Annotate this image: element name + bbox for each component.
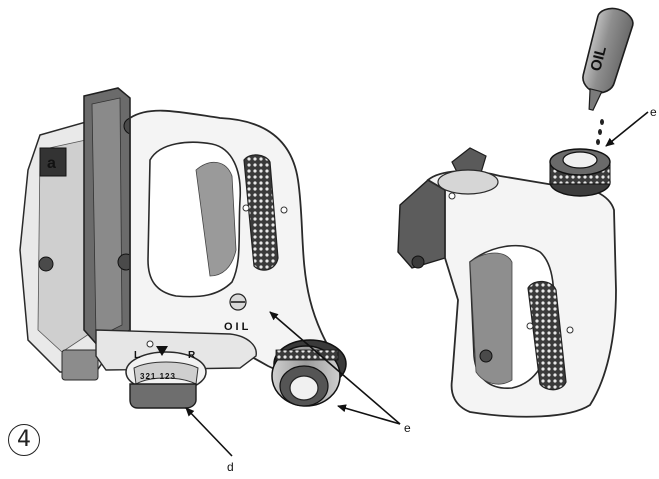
direction-dial[interactable]: L R 321 123 xyxy=(125,340,207,409)
right-tool-oil-inlet xyxy=(549,148,611,197)
left-tool-knurled-grip xyxy=(243,154,279,271)
callout-arrows xyxy=(185,111,649,457)
callout-e-label: e xyxy=(404,421,411,435)
oil-drip-icon xyxy=(598,129,602,135)
dial-scale-text: 321 123 xyxy=(140,372,176,381)
step-number-badge: 4 xyxy=(8,424,40,456)
dial-pointer-icon xyxy=(156,346,168,356)
right-tool-knurled-grip xyxy=(527,280,567,391)
right-tool xyxy=(397,147,617,418)
bolt-icon xyxy=(38,256,54,272)
left-tool: a OIL L R 321 12 xyxy=(19,87,347,409)
bottle-label: OIL xyxy=(587,45,610,73)
dial-right-label: R xyxy=(188,350,196,361)
callout-d-label: d xyxy=(227,460,234,474)
callout-d-arrow xyxy=(185,407,233,457)
dial-left-label: L xyxy=(134,350,140,361)
brand-fragment-text: a xyxy=(47,155,56,172)
callout-e-right-arrow xyxy=(605,111,649,147)
oil-drip-icon xyxy=(600,119,604,125)
oil-drip-icon xyxy=(596,139,600,145)
callout-e-arrow-1 xyxy=(269,311,401,425)
callout-e-arrow-2 xyxy=(337,404,401,425)
left-tool-inlet-fitting xyxy=(271,339,347,407)
oil-bottle: OIL xyxy=(582,7,634,145)
oil-port-label: OIL xyxy=(224,321,251,333)
callout-e-top-label: e xyxy=(650,105,657,119)
reverse-lever[interactable] xyxy=(129,383,197,409)
